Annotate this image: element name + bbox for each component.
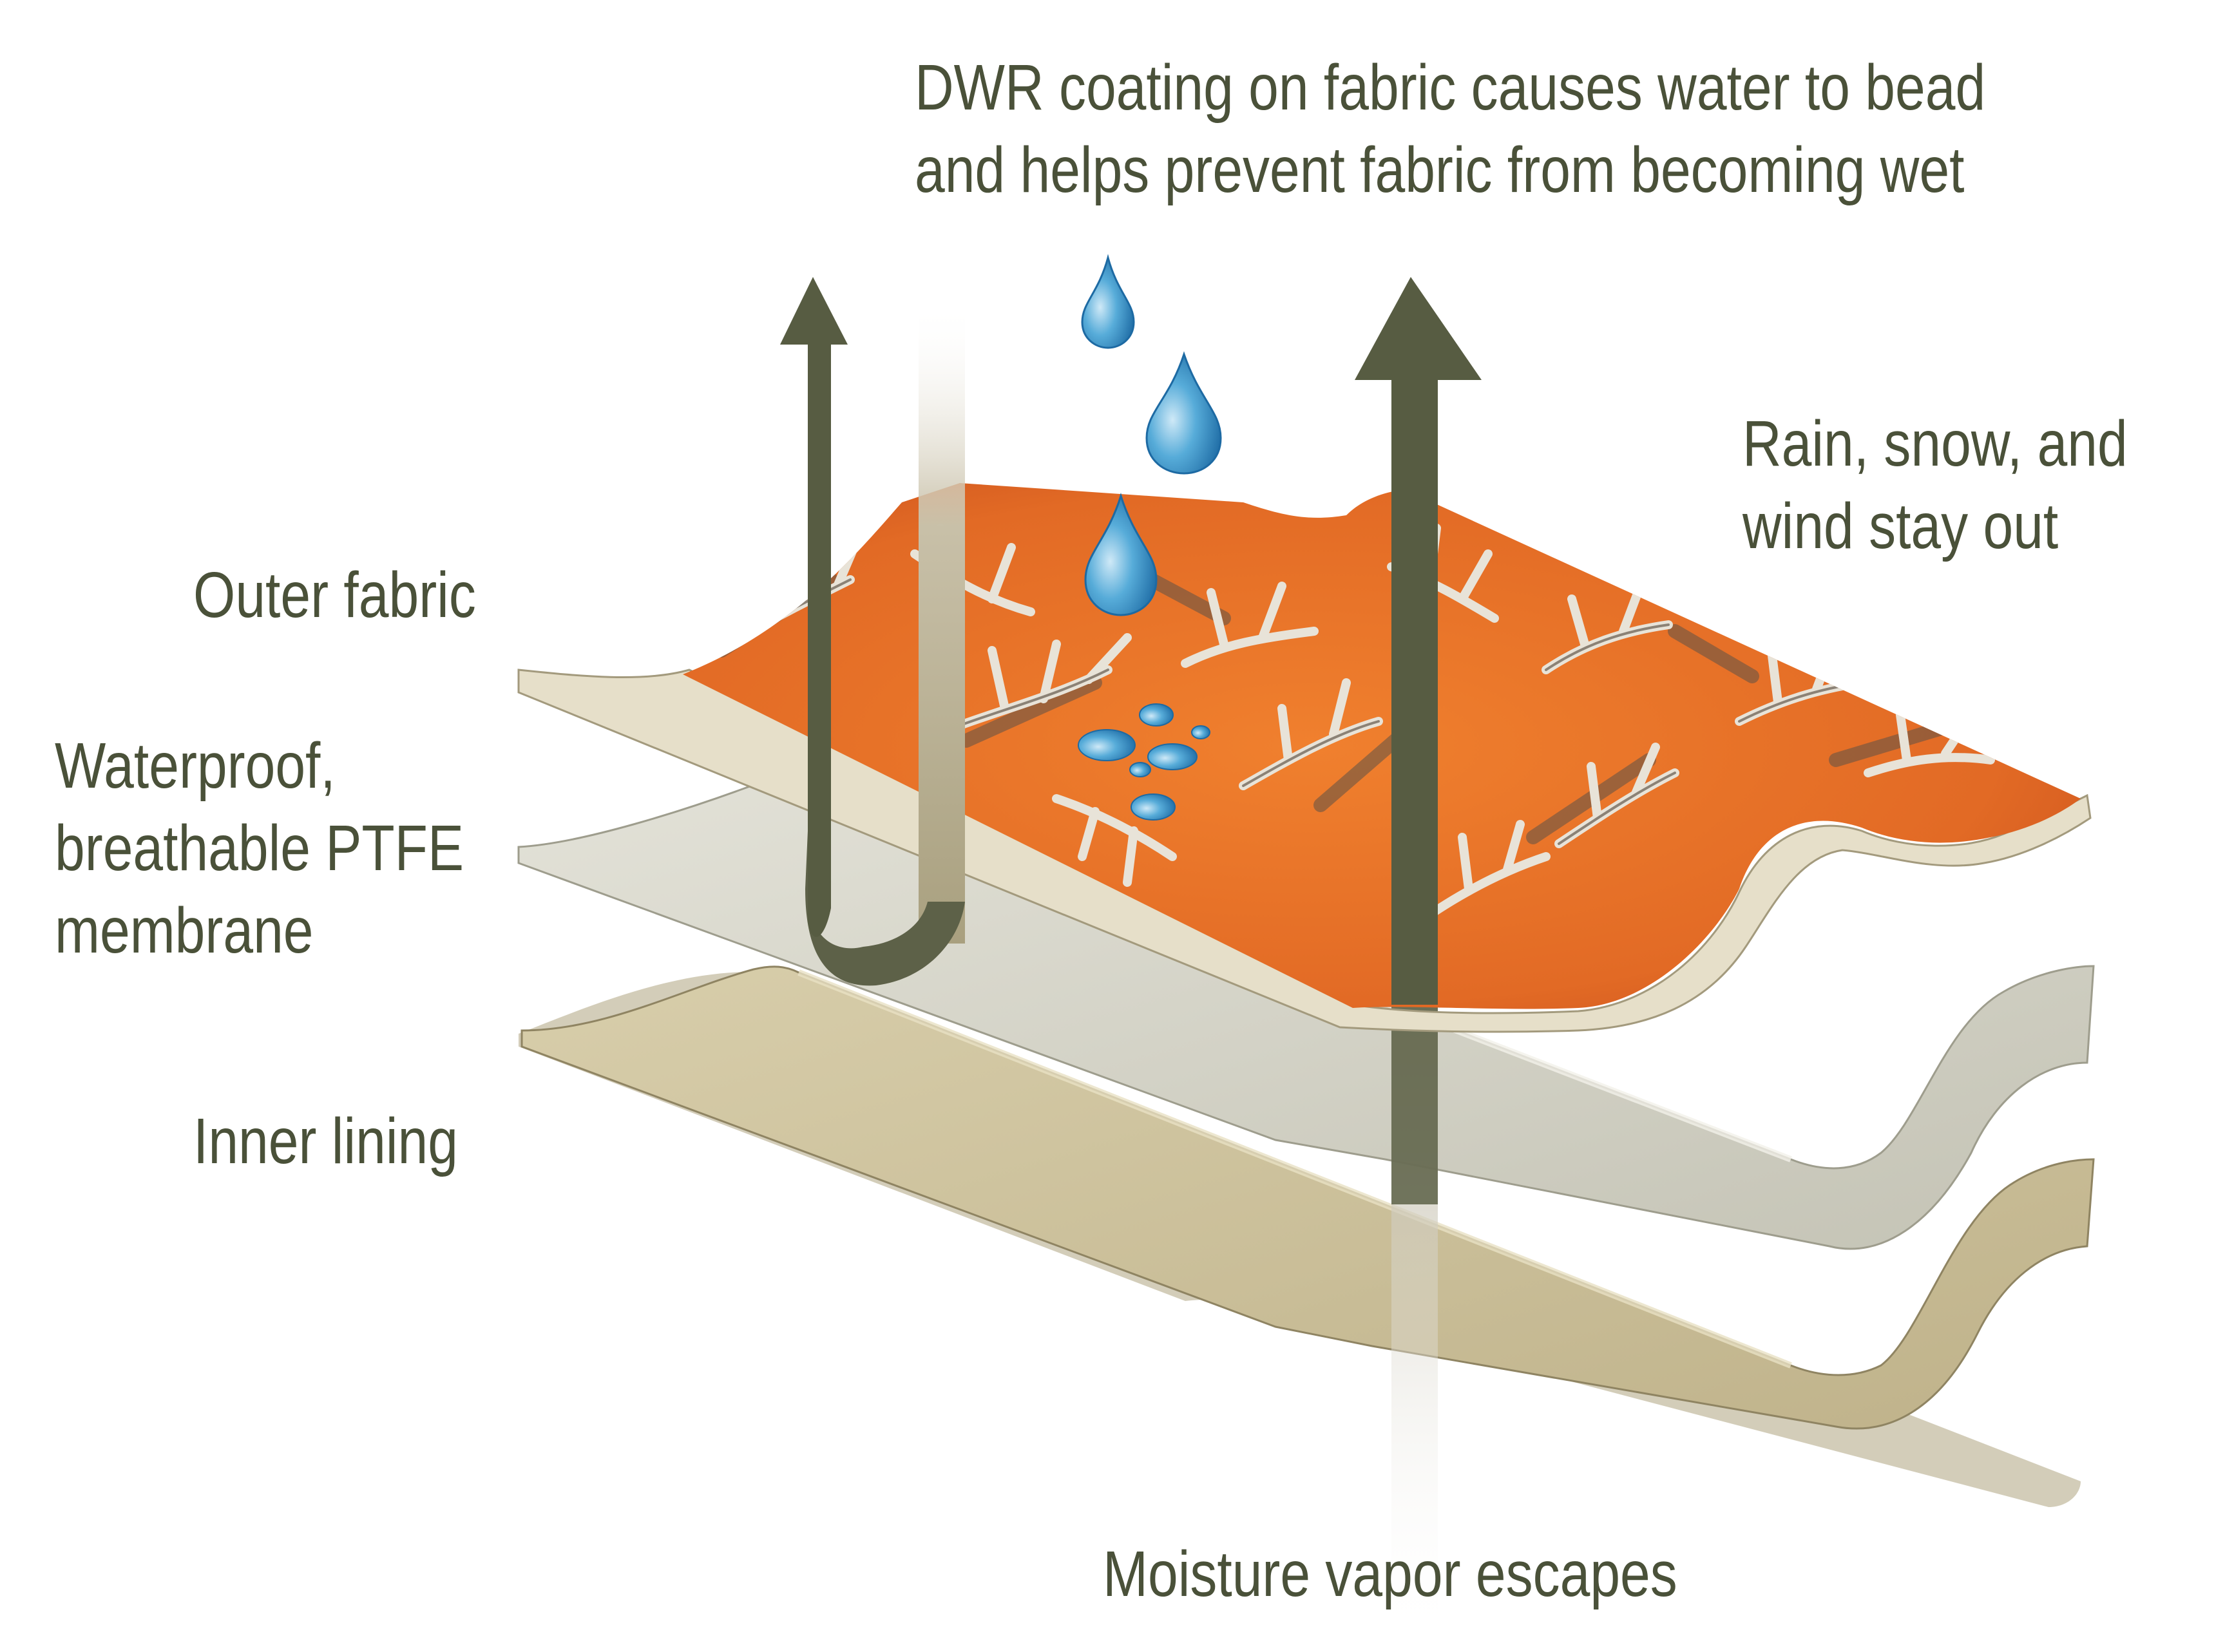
rain-snow-wind-line2: wind stay out — [1742, 490, 2059, 562]
moisture-vapor-text: Moisture vapor escapes — [1103, 1538, 1677, 1610]
rain-snow-wind-line1: Rain, snow, and — [1742, 408, 2128, 480]
membrane-label: Waterproof, breathable PTFE membrane — [55, 725, 464, 972]
water-drop-icon — [1084, 493, 1158, 616]
membrane-line3: membrane — [55, 895, 314, 967]
outer-fabric-text: Outer fabric — [193, 559, 476, 631]
water-drop-icon — [1081, 254, 1135, 349]
water-bead-icon — [1078, 703, 1210, 821]
left-vapor-loop — [805, 303, 965, 986]
inner-lining-label: Inner lining — [193, 1100, 458, 1182]
dwr-coating-label: DWR coating on fabric causes water to be… — [915, 46, 1985, 211]
vapor-stream — [1391, 998, 1438, 1649]
inner-lining-layer — [519, 965, 2095, 1507]
rain-snow-wind-label: Rain, snow, and wind stay out — [1742, 403, 2128, 567]
membrane-line2: breathable PTFE — [55, 812, 464, 884]
up-arrow-icon — [780, 277, 848, 937]
membrane-line1: Waterproof, — [55, 730, 336, 802]
up-arrow-icon — [1355, 277, 1482, 1005]
inner-lining-text: Inner lining — [193, 1105, 458, 1177]
dwr-coating-line2: and helps prevent fabric from becoming w… — [915, 134, 1965, 206]
dwr-coating-line1: DWR coating on fabric causes water to be… — [915, 52, 1986, 124]
water-drop-icon — [1145, 351, 1222, 475]
outer-fabric-label: Outer fabric — [193, 554, 476, 636]
moisture-vapor-label: Moisture vapor escapes — [1103, 1533, 1677, 1615]
